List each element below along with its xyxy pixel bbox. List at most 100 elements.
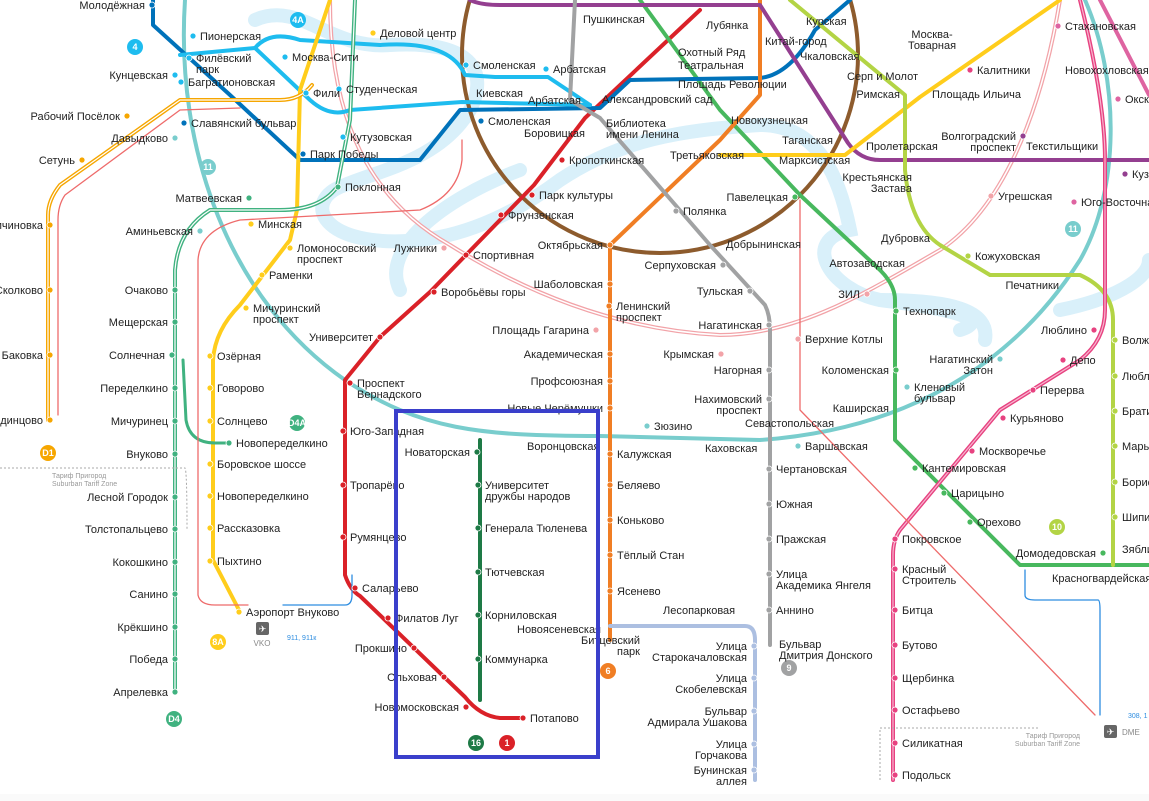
station-label[interactable]: Павелецкая xyxy=(727,192,789,204)
station-label[interactable]: Автозаводская xyxy=(829,258,905,270)
station-dot[interactable] xyxy=(891,641,899,649)
station-dot[interactable] xyxy=(1111,372,1119,380)
station-dot[interactable] xyxy=(189,32,197,40)
station-dot[interactable] xyxy=(474,524,482,532)
station-dot[interactable] xyxy=(1121,170,1129,178)
station-dot[interactable] xyxy=(1111,478,1119,486)
station-label[interactable]: Москва-Товарная xyxy=(908,29,956,52)
station-label[interactable]: Поклонная xyxy=(345,182,401,194)
station-dot[interactable] xyxy=(462,703,470,711)
station-dot[interactable] xyxy=(123,112,131,120)
station-dot[interactable] xyxy=(430,288,438,296)
station-label[interactable]: Марьино xyxy=(1122,441,1149,453)
station-label[interactable]: Подольск xyxy=(902,770,951,782)
station-dot[interactable] xyxy=(474,481,482,489)
station-label[interactable]: Остафьево xyxy=(902,705,960,717)
station-dot[interactable] xyxy=(339,133,347,141)
station-dot[interactable] xyxy=(206,524,214,532)
station-dot[interactable] xyxy=(206,557,214,565)
station-dot[interactable] xyxy=(46,286,54,294)
station-label[interactable]: Новохохловская xyxy=(1065,65,1149,77)
station-label[interactable]: Парк Победы xyxy=(310,149,379,161)
station-dot[interactable] xyxy=(765,395,773,403)
station-label[interactable]: Кантемировская xyxy=(922,463,1006,475)
station-label[interactable]: Битца xyxy=(902,605,934,617)
station-label[interactable]: Боровское шоссе xyxy=(217,459,306,471)
station-dot[interactable] xyxy=(750,642,758,650)
station-label[interactable]: Люблино xyxy=(1041,325,1087,337)
station-label[interactable]: Чкаловская xyxy=(800,51,860,63)
station-dot[interactable] xyxy=(171,525,179,533)
station-label[interactable]: Варшавская xyxy=(805,441,868,453)
station-label[interactable]: Римская xyxy=(856,89,900,101)
station-dot[interactable] xyxy=(171,688,179,696)
station-label[interactable]: Южная xyxy=(776,499,813,511)
station-label[interactable]: Щербинка xyxy=(902,673,955,685)
station-label[interactable]: Новомосковская xyxy=(375,702,460,714)
station-dot[interactable] xyxy=(339,533,347,541)
station-label[interactable]: Воробьёвы горы xyxy=(441,287,526,299)
airport-vko[interactable]: ✈ VKO 911, 911к xyxy=(254,622,318,648)
station-dot[interactable] xyxy=(750,674,758,682)
station-dot[interactable] xyxy=(410,644,418,652)
station-dot[interactable] xyxy=(245,194,253,202)
station-dot[interactable] xyxy=(258,271,266,279)
station-dot[interactable] xyxy=(247,220,255,228)
station-label[interactable]: Тютчевская xyxy=(485,567,545,579)
station-label[interactable]: Победа xyxy=(129,654,168,666)
station-label[interactable]: Сетунь xyxy=(39,155,75,167)
station-dot[interactable] xyxy=(891,739,899,747)
station-label[interactable]: Матвеевская xyxy=(175,193,242,205)
station-dot[interactable] xyxy=(171,384,179,392)
station-label[interactable]: Лубянка xyxy=(706,20,749,32)
station-label[interactable]: Пионерская xyxy=(200,31,261,43)
station-label[interactable]: Депо xyxy=(1070,355,1096,367)
station-dot[interactable] xyxy=(242,304,250,312)
station-label[interactable]: Калитники xyxy=(977,65,1030,77)
station-label[interactable]: Озёрная xyxy=(217,351,261,363)
station-label[interactable]: Марксистская xyxy=(779,155,850,167)
station-label[interactable]: Силикатная xyxy=(902,738,963,750)
station-dot[interactable] xyxy=(891,706,899,714)
station-dot[interactable] xyxy=(335,85,343,93)
station-dot[interactable] xyxy=(940,489,948,497)
station-label[interactable]: Пролетарская xyxy=(866,141,938,153)
station-dot[interactable] xyxy=(606,350,614,358)
station-dot[interactable] xyxy=(339,427,347,435)
station-dot[interactable] xyxy=(473,448,481,456)
station-label[interactable]: Текстильщики xyxy=(1026,141,1098,153)
station-label[interactable]: Аэропорт Внуково xyxy=(246,607,339,619)
station-dot[interactable] xyxy=(1054,22,1062,30)
station-dot[interactable] xyxy=(765,500,773,508)
station-dot[interactable] xyxy=(765,366,773,374)
station-label[interactable]: Сколково xyxy=(0,285,43,297)
station-label[interactable]: Серпуховская xyxy=(645,260,717,272)
station-label[interactable]: Москва-Сити xyxy=(292,52,359,64)
station-label[interactable]: Охотный Ряд xyxy=(678,47,746,59)
station-dot[interactable] xyxy=(592,326,600,334)
station-label[interactable]: Китай-город xyxy=(765,36,827,48)
station-label[interactable]: Смоленская xyxy=(473,60,536,72)
station-label[interactable]: Багратионовская xyxy=(188,77,275,89)
station-dot[interactable] xyxy=(171,590,179,598)
station-label[interactable]: Генерала Тюленева xyxy=(485,523,588,535)
station-label[interactable]: Новоясеневская xyxy=(517,624,601,636)
station-dot[interactable] xyxy=(643,422,651,430)
station-dot[interactable] xyxy=(794,442,802,450)
station-label[interactable]: Потапово xyxy=(530,713,579,725)
station-dot[interactable] xyxy=(606,481,614,489)
station-dot[interactable] xyxy=(1114,95,1122,103)
station-label[interactable]: Добрынинская xyxy=(726,239,801,251)
station-dot[interactable] xyxy=(440,244,448,252)
station-label[interactable]: Серп и Молот xyxy=(847,71,918,83)
station-dot[interactable] xyxy=(369,29,377,37)
station-dot[interactable] xyxy=(717,350,725,358)
station-label[interactable]: Внуково xyxy=(126,449,168,461)
station-label[interactable]: Молодёжная xyxy=(79,0,145,12)
